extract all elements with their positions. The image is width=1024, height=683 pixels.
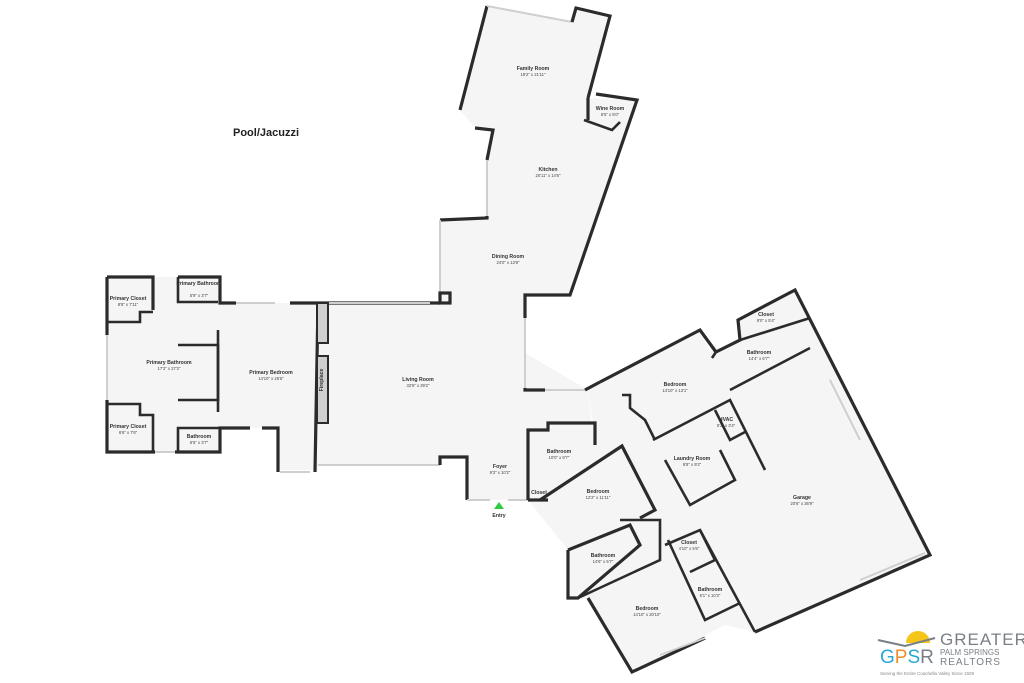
room-name: Foyer xyxy=(493,464,507,470)
room-dims: 20'11" x 14'6" xyxy=(536,173,561,178)
room-name: Bathroom xyxy=(187,434,212,440)
room-name: Dining Room xyxy=(492,254,525,260)
logo-line2: PALM SPRINGS xyxy=(940,648,999,657)
room-name: Bathroom xyxy=(698,587,723,593)
room-labels: Family Room 19'2" x 21'11" Wine Room 6'5… xyxy=(110,66,814,617)
room-name: Primary Closet xyxy=(110,424,147,430)
room-name: Bedroom xyxy=(587,489,610,495)
room-name: Bedroom xyxy=(664,382,687,388)
room-dims: 8'8" x 7'11" xyxy=(118,302,139,307)
room-name: Laundry Room xyxy=(674,456,711,462)
room-name: Closet xyxy=(531,490,547,496)
entry-label: Entry xyxy=(492,513,505,519)
room-dims: 20'6" x 36'9" xyxy=(791,501,814,506)
room-dims: 4'10" x 5'6" xyxy=(679,546,700,551)
logo-line3: REALTORS xyxy=(940,657,1001,668)
room-name: Primary Bathroom xyxy=(146,360,192,366)
room-name: Bathroom xyxy=(547,449,572,455)
room-name: Closet xyxy=(758,312,774,318)
room-dims: 14'6" x 5'7" xyxy=(593,559,614,564)
fireplace-label: Fireplace xyxy=(319,368,325,391)
room-dims: 10'0" x 9'7" xyxy=(549,455,570,460)
room-dims: 6'6" x 7'6" xyxy=(119,430,138,435)
room-name: Living Room xyxy=(402,377,434,383)
room-dims: 14'10" x 26'5" xyxy=(258,376,284,381)
floor-areas xyxy=(107,6,930,672)
room-dims: 5'2" x 3'4" xyxy=(717,423,736,428)
room-name: Bedroom xyxy=(636,606,659,612)
logo-roof-icon xyxy=(877,637,936,648)
room-name: HVAC xyxy=(719,417,734,423)
gpsr-logo: GPSR GREATER PALM SPRINGS REALTORS Servi… xyxy=(877,630,1024,676)
room-dims: 14'4" x 6'7" xyxy=(749,356,770,361)
east-wing-floor xyxy=(528,290,930,672)
room-dims: 5'9" x 3'7" xyxy=(190,293,209,298)
room-dims: 6'5" x 5'0" xyxy=(601,112,620,117)
room-dims: 6'6" x 3'7" xyxy=(190,440,209,445)
room-dims: 14'10" x 20'10" xyxy=(633,612,661,617)
walls xyxy=(105,5,933,675)
entry-marker-icon xyxy=(494,502,504,509)
room-dims: 32'6" x 29'2" xyxy=(407,383,430,388)
room-name: Primary Bedroom xyxy=(249,370,293,376)
room-name: Primary Bathroom xyxy=(176,281,222,287)
pool-jacuzzi-label: Pool/Jacuzzi xyxy=(233,127,299,139)
room-name: Family Room xyxy=(517,66,550,72)
room-name: Primary Closet xyxy=(110,296,147,302)
room-name: Kitchen xyxy=(538,167,557,173)
room-dims: 9'3" x 10'2" xyxy=(490,470,511,475)
room-dims: 12'2" x 11'11" xyxy=(586,495,611,500)
room-name: Bathroom xyxy=(747,350,772,356)
room-dims: 8'8" x 9'2" xyxy=(683,462,702,467)
room-name: Closet xyxy=(681,540,697,546)
room-dims: 6'1" x 10'3" xyxy=(700,593,721,598)
room-dims: 14'10" x 13'1" xyxy=(662,388,688,393)
room-name: Wine Room xyxy=(596,106,625,112)
room-dims: 19'2" x 21'11" xyxy=(521,72,546,77)
room-dims: 17'2" x 27'2" xyxy=(158,366,181,371)
room-dims: 24'0" x 13'8" xyxy=(497,260,520,265)
primary-wing-floor xyxy=(107,277,318,470)
logo-tagline: Serving the Entire Coachella Valley Sinc… xyxy=(880,671,974,676)
room-name: Bathroom xyxy=(591,553,616,559)
room-dims: 9'0" x 5'4" xyxy=(757,318,776,323)
room-name: Garage xyxy=(793,495,811,501)
logo-mark: GPSR xyxy=(880,647,934,668)
logo-line1: GREATER xyxy=(940,630,1024,649)
